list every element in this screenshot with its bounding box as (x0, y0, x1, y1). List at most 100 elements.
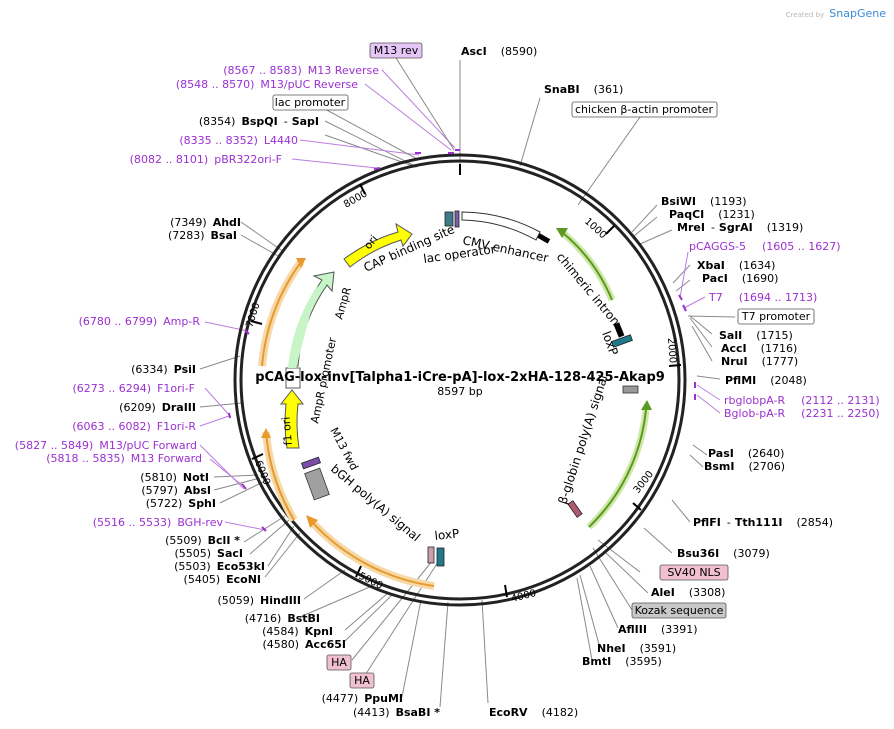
primer-bgh-rev: (5516 .. 5533)BGH-rev (93, 516, 224, 529)
kozak-marker (567, 500, 583, 518)
enzyme-alei: AleI(3308) (651, 586, 725, 599)
primer-labels-right: pCAGGS-5(1605 .. 1627) T7(1694 .. 1713) … (689, 240, 880, 420)
loxp-1-marker (611, 334, 633, 348)
snapgene-brand: Created by SnapGene (786, 2, 886, 21)
sv40-text: SV40 NLS (667, 566, 720, 579)
bgh-marker (304, 467, 330, 501)
intron-arc (562, 232, 613, 301)
ampr-body (288, 285, 318, 368)
upper-orange-arrowhead (296, 258, 306, 268)
t7-promoter-text: T7 promoter (741, 310, 811, 323)
backbone-inner (239, 159, 681, 601)
sv40-marker (622, 385, 639, 394)
enzyme-labels-right: AscI(8590) SnaBI(361) BsiWI(1193) PaqCI(… (461, 45, 833, 719)
lac-promoter-box: lac promoter (272, 94, 349, 111)
enzyme-ppumi: (4477)PpuMI (322, 692, 403, 705)
ha-text-2: HA (354, 674, 370, 687)
bgh-arc (311, 521, 435, 587)
t7-promoter-box: T7 promoter (737, 308, 815, 325)
primer-marks (228, 149, 696, 532)
enzyme-bsiwi: BsiWI(1193) (661, 195, 747, 208)
m13-rev-text: M13 rev (374, 44, 419, 57)
globin-arc (588, 409, 647, 528)
enzyme-snabi: SnaBI(361) (544, 83, 623, 96)
enzyme-afliii: AflIII(3391) (618, 623, 698, 636)
tick-2000: 2000 (665, 337, 678, 363)
chicken-actin-box: chicken β-actin promoter (571, 101, 718, 118)
enzyme-bsmi: BsmI(2706) (704, 460, 785, 473)
f1-ori-label: f1 ori (280, 416, 295, 446)
primer-f1ori-r: (6063 .. 6082)F1ori-R (72, 420, 196, 433)
enzyme-pasi: PasI(2640) (708, 447, 784, 460)
ampr-label: AmpR (332, 285, 354, 321)
enzyme-labels-left: (4413)BsaBI * (4477)PpuMI (4580)Acc65I (… (119, 115, 440, 719)
enzyme-absi: (5797)AbsI (141, 484, 211, 497)
backbone-outer (233, 153, 687, 607)
plasmid-size: 8597 bp (437, 385, 482, 398)
loxp-black-marker-2 (613, 322, 625, 338)
kozak-text: Kozak sequence (635, 604, 724, 617)
ha-marker-1 (427, 546, 435, 564)
enzyme-bsabi: (4413)BsaBI * (353, 706, 440, 719)
lac-promoter-text: lac promoter (275, 96, 346, 109)
enzyme-paci: PacI(1690) (702, 272, 778, 285)
primer-f1ori-f: (6273 .. 6294)F1ori-F (73, 382, 196, 395)
enzyme-draiii: (6209)DraIII (119, 401, 196, 414)
enzyme-asci: AscI(8590) (461, 45, 537, 58)
enzyme-kpni: (4584)KpnI (262, 625, 333, 638)
brand-name: SnapGene (829, 7, 886, 20)
enzyme-bsai: (7283)BsaI (168, 229, 237, 242)
enzyme-sali: SalI(1715) (719, 329, 793, 342)
enzyme-bsu36i: Bsu36I(3079) (677, 547, 770, 560)
tick-1000: 1000 (582, 216, 608, 241)
cap-site-marker (444, 211, 454, 227)
primer-pbr322ori-f: (8082 .. 8101)pBR322ori-F (130, 153, 282, 166)
upper-orange-arc (261, 261, 302, 367)
primer-bglob-pa-r: Bglob-pA-R(2231 .. 2250) (724, 407, 880, 420)
enzyme-bstbi: (4716)BstBI (245, 612, 320, 625)
bgh-label: bGH poly(A) signal (328, 462, 423, 545)
enzyme-nhei: NheI(3591) (597, 642, 676, 655)
loxp-2-label: loxP (434, 526, 460, 543)
ori-arrow (343, 222, 413, 268)
primer-m13-puc-forward: (5827 .. 5849)M13/pUC Forward (15, 439, 197, 452)
m13-rev-box: M13 rev (369, 42, 423, 59)
globin-label: β-globin poly(A) signal (556, 373, 611, 506)
enzyme-nrui: NruI(1777) (721, 355, 798, 368)
enzyme-noti: (5810)NotI (140, 471, 209, 484)
m13-fwd-label: M13 fwd (327, 425, 360, 472)
enzyme-ahdi: (7349)AhdI (170, 216, 241, 229)
brand-created: Created by (785, 11, 825, 19)
left-orange-arc (265, 431, 295, 521)
enzyme-paqci: PaqCI(1231) (669, 208, 755, 221)
cmv-enhancer-arrow (461, 211, 541, 241)
enzyme-bmti: BmtI(3595) (582, 655, 662, 668)
enzyme-pflmi: PflMI(2048) (725, 374, 807, 387)
primer-m13-forward: (5818 .. 5835)M13 Forward (46, 452, 202, 465)
chicken-actin-text: chicken β-actin promoter (575, 103, 713, 116)
m13-fwd-marker (301, 456, 321, 470)
tick-marks (250, 164, 682, 598)
ha-text-1: HA (331, 656, 347, 669)
bgh-arrowhead (306, 515, 318, 528)
primer-amp-r: (6780 .. 6799)Amp-R (79, 315, 201, 328)
plasmid-name: pCAG-lox-inv[Talpha1-iCre-pA]-lox-2xHA-1… (255, 370, 665, 385)
enzyme-mrei-sgrai: MreI-SgrAI(1319) (677, 221, 803, 234)
ha-box-1: HA (326, 654, 352, 671)
enzyme-psii: (6334)PsiI (131, 363, 196, 376)
ha-box-2: HA (349, 672, 375, 689)
primer-t7: T7(1694 .. 1713) (708, 291, 817, 304)
lac-operator-marker (454, 210, 460, 228)
enzyme-ecorv: EcoRV(4182) (489, 706, 578, 719)
primer-pcaggs-5: pCAGGS-5(1605 .. 1627) (689, 240, 841, 253)
enzyme-saci: (5505)SacI (174, 547, 243, 560)
enzyme-pflfi-tth111i: PflFI-Tth111I(2854) (693, 516, 833, 529)
enzyme-sphi: (5722)SphI (146, 497, 216, 510)
loxp-2-marker (436, 547, 445, 567)
tick-4000: 4000 (510, 588, 537, 605)
primer-m13-reverse: (8567 .. 8583)M13 Reverse (223, 64, 379, 77)
globin-arrowhead (641, 400, 652, 410)
enzyme-bcli: (5509)BclI * (165, 534, 240, 547)
enzyme-eco53ki: (5503)Eco53kI (174, 560, 265, 573)
